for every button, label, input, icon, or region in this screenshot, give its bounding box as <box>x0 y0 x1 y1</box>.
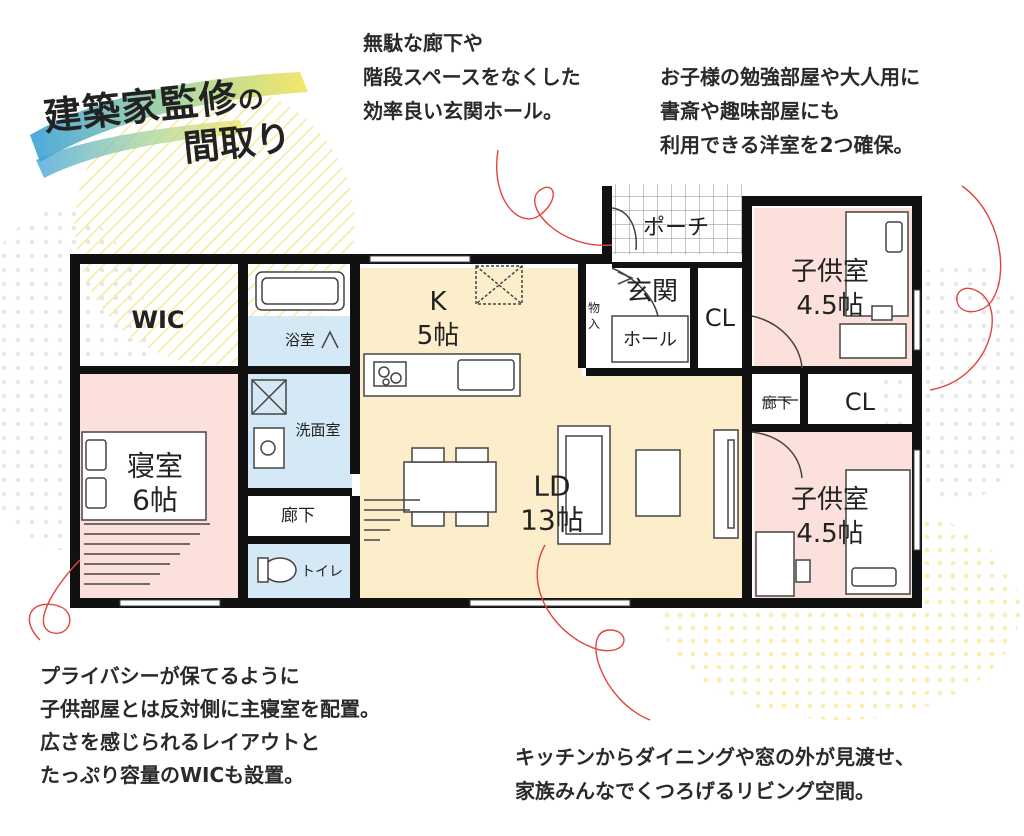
label-kitchen-size: 5帖 <box>417 321 460 351</box>
label-kids-room-b-size: 4.5帖 <box>796 519 863 549</box>
porch-tiles <box>612 184 746 254</box>
label-kids-room-a-size: 4.5帖 <box>796 291 863 321</box>
label-ld-name: LD <box>533 470 570 503</box>
label-kids-room-a-name: 子供室 <box>791 257 869 287</box>
label-corridor-right: 廊下 <box>762 394 792 412</box>
room-labels: WIC 寝室 6帖 浴室 洗面室 廊下 トイレ K 5帖 LD 13帖 物 入 … <box>127 216 876 581</box>
label-bedroom-size: 6帖 <box>132 484 178 517</box>
note-line: 効率良い玄関ホール。 <box>363 99 563 123</box>
label-entrance-hall: ホール <box>623 330 677 351</box>
note-line: 家族みんなでくつろげるリビング空間。 <box>515 779 875 803</box>
walls <box>70 186 922 608</box>
windows <box>119 255 921 607</box>
note-line: 階段スペースをなくした <box>363 65 581 89</box>
note-line: たっぷり容量のWICも設置。 <box>40 763 305 787</box>
label-kids-room-b-name: 子供室 <box>791 485 869 515</box>
note-line: 無駄な廊下や <box>363 31 483 55</box>
label-ld-size: 13帖 <box>520 504 584 537</box>
label-hall-corridor: 廊下 <box>281 506 315 526</box>
label-closet-a: CL <box>705 304 736 332</box>
fixtures <box>81 207 911 597</box>
note-line: 書斎や趣味部屋にも <box>660 99 840 123</box>
note-master-bedroom: プライバシーが保てるように 子供部屋とは反対側に主寝室を配置。 広さを感じられる… <box>40 660 380 792</box>
label-toilet: トイレ <box>301 564 343 580</box>
note-line: 広さを感じられるレイアウトと <box>40 730 320 754</box>
note-living-space: キッチンからダイニングや窓の外が見渡せ、 家族みんなでくつろげるリビング空間。 <box>515 740 915 808</box>
note-entrance-hall: 無駄な廊下や 階段スペースをなくした 効率良い玄関ホール。 <box>363 26 581 128</box>
label-washroom: 洗面室 <box>295 421 340 439</box>
note-line: キッチンからダイニングや窓の外が見渡せ、 <box>515 745 915 769</box>
note-line: お子様の勉強部屋や大人用に <box>660 65 920 89</box>
brush-stroke <box>30 72 308 178</box>
label-bath: 浴室 <box>285 331 315 349</box>
label-closet-b: CL <box>845 388 876 416</box>
red-connector-lines <box>28 149 1002 721</box>
label-porch: ポーチ <box>643 216 709 241</box>
note-line: 利用できる洋室を2つ確保。 <box>660 133 914 157</box>
note-line: 子供部屋とは反対側に主寝室を配置。 <box>40 697 380 721</box>
label-kitchen-name: K <box>429 287 447 317</box>
note-line: プライバシーが保てるように <box>40 664 300 688</box>
label-bedroom-name: 寝室 <box>127 450 183 483</box>
label-storage-2: 入 <box>588 317 600 331</box>
label-storage-1: 物 <box>588 301 600 315</box>
label-wic: WIC <box>131 306 184 334</box>
headline-line2: 間取り <box>181 117 294 170</box>
label-entrance: 玄関 <box>626 277 678 307</box>
note-kids-rooms: お子様の勉強部屋や大人用に 書斎や趣味部屋にも 利用できる洋室を2つ確保。 <box>660 60 920 162</box>
